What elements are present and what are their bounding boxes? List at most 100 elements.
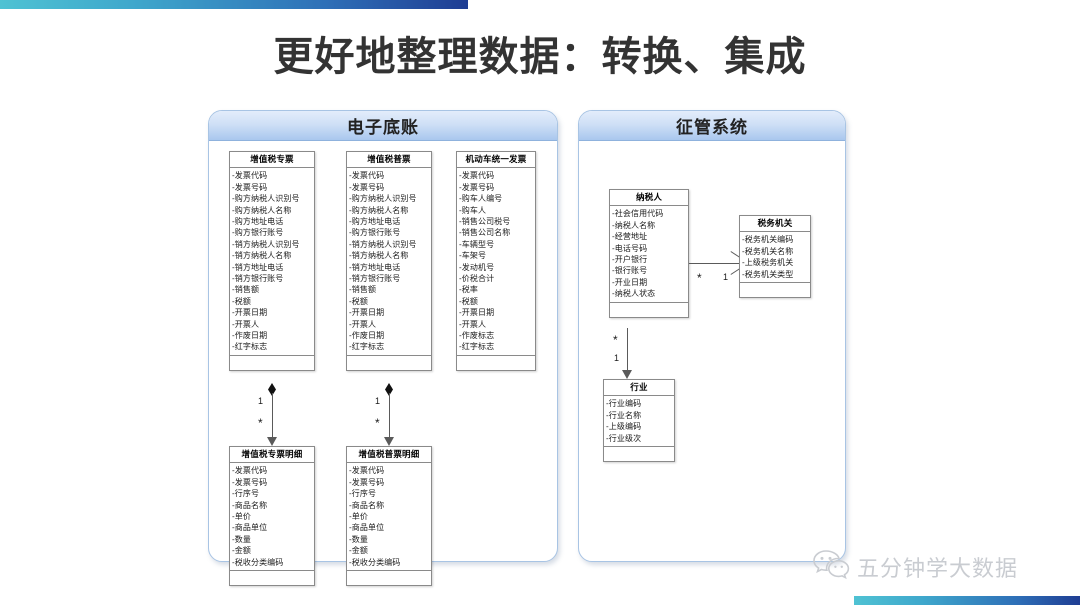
uml-class-vat-special-invoice[interactable]: 增值税专票 -发票代码 -发票号码 -购方纳税人识别号 -购方纳税人名称 -购方…	[229, 151, 315, 371]
uml-attribute: -商品单位	[232, 523, 268, 533]
connector-line-common	[389, 393, 390, 443]
uml-attribute: -电话号码	[612, 243, 648, 253]
uml-attribute: -销售额	[349, 285, 377, 295]
uml-operations-compartment	[230, 571, 314, 585]
uml-attribute: -税额	[459, 296, 478, 306]
uml-attribute-list: -发票代码 -发票号码 -行序号 -商品名称 -单价 -商品单位 -数量 -金额…	[230, 463, 314, 571]
uml-operations-compartment	[347, 356, 431, 370]
uml-class-motor-vehicle-invoice[interactable]: 机动车统一发票 -发票代码 -发票号码 -购车人编号 -购车人 -销售公司税号 …	[456, 151, 536, 371]
connector-line-taxpayer-authority	[689, 263, 739, 264]
uml-class-name: 机动车统一发票	[457, 152, 535, 169]
uml-attribute: -销方纳税人名称	[349, 251, 409, 261]
uml-attribute: -发票代码	[232, 171, 268, 181]
uml-attribute: -销方银行账号	[349, 274, 401, 283]
uml-attribute: -纳税人名称	[612, 220, 656, 230]
uml-attribute: -销方银行账号	[232, 274, 284, 283]
uml-attribute: -购方纳税人识别号	[349, 194, 417, 204]
uml-attribute: -购方纳税人名称	[349, 205, 409, 215]
uml-class-name: 税务机关	[740, 216, 810, 233]
uml-attribute: -社会信用代码	[612, 209, 664, 219]
panel-electronic-ledger: 电子底账 增值税专票 -发票代码 -发票号码 -购方纳税人识别号 -购方纳税人名…	[208, 110, 558, 586]
uml-attribute: -购方地址电话	[232, 216, 284, 226]
uml-attribute-list: -发票代码 -发票号码 -购方纳税人识别号 -购方纳税人名称 -购方地址电话 -…	[230, 168, 314, 356]
uml-attribute: -销方地址电话	[349, 262, 401, 272]
uml-attribute: -价税合计	[459, 274, 495, 283]
page-title: 更好地整理数据：转换、集成	[273, 35, 807, 79]
uml-attribute: -发票号码	[459, 182, 495, 192]
wechat-icon	[812, 548, 850, 585]
uml-attribute: -开户银行	[612, 254, 648, 264]
panel-body-collection-management-system: 纳税人 -社会信用代码 -纳税人名称 -经营地址 -电话号码 -开户银行 -银行…	[579, 141, 845, 561]
uml-attribute: -行业编码	[606, 399, 642, 409]
uml-attribute-list: -社会信用代码 -纳税人名称 -经营地址 -电话号码 -开户银行 -银行账号 -…	[610, 206, 688, 303]
uml-operations-compartment	[610, 303, 688, 317]
uml-attribute: -经营地址	[612, 232, 648, 242]
panel-collection-management-system: 征管系统 纳税人 -社会信用代码 -纳税人名称 -经营地址 -电话号码 -开户银…	[578, 110, 846, 562]
uml-attribute: -开票日期	[232, 308, 268, 318]
uml-attribute: -上级税务机关	[742, 258, 794, 268]
panel-header-collection-management-system: 征管系统	[579, 111, 845, 141]
uml-attribute: -开票人	[232, 319, 260, 329]
uml-attribute: -销售公司名称	[459, 228, 511, 238]
uml-attribute: -金额	[232, 546, 251, 556]
uml-attribute: -销售公司税号	[459, 216, 511, 226]
watermark: 五分钟学大数据	[812, 548, 1018, 585]
uml-attribute: -作废日期	[349, 331, 385, 341]
uml-class-vat-common-invoice-detail[interactable]: 增值税普票明细 -发票代码 -发票号码 -行序号 -商品名称 -单价 -商品单位…	[346, 446, 432, 586]
uml-operations-compartment	[347, 571, 431, 585]
uml-class-vat-common-invoice[interactable]: 增值税普票 -发票代码 -发票号码 -购方纳税人识别号 -购方纳税人名称 -购方…	[346, 151, 432, 371]
uml-attribute: -发票号码	[349, 477, 385, 487]
uml-class-name: 增值税专票明细	[230, 447, 314, 464]
uml-class-taxpayer[interactable]: 纳税人 -社会信用代码 -纳税人名称 -经营地址 -电话号码 -开户银行 -银行…	[609, 189, 689, 318]
uml-attribute: -商品名称	[349, 500, 385, 510]
uml-attribute: -纳税人状态	[612, 289, 656, 299]
arrow-head-taxpayer-authority	[729, 256, 739, 270]
uml-class-tax-authority[interactable]: 税务机关 -税务机关编码 -税务机关名称 -上级税务机关 -税务机关类型	[739, 215, 811, 298]
uml-attribute: -作废日期	[232, 331, 268, 341]
uml-attribute: -开票人	[459, 319, 487, 329]
panel-title-collection-management-system: 征管系统	[676, 118, 748, 137]
uml-attribute: -购方银行账号	[232, 228, 284, 238]
arrow-head-common	[384, 437, 394, 446]
uml-attribute: -行序号	[349, 489, 377, 499]
uml-attribute: -开票日期	[459, 308, 495, 318]
uml-attribute: -商品名称	[232, 500, 268, 510]
uml-attribute: -销方纳税人识别号	[232, 239, 300, 249]
uml-attribute: -行序号	[232, 489, 260, 499]
uml-operations-compartment	[740, 283, 810, 297]
uml-attribute: -税务机关名称	[742, 246, 794, 256]
multiplicity-target-special: *	[258, 416, 263, 430]
uml-class-name: 纳税人	[610, 190, 688, 207]
uml-attribute: -开票日期	[349, 308, 385, 318]
uml-operations-compartment	[230, 356, 314, 370]
uml-attribute-list: -税务机关编码 -税务机关名称 -上级税务机关 -税务机关类型	[740, 232, 810, 283]
multiplicity-source-taxpayer-authority: *	[697, 271, 702, 285]
panel-header-electronic-ledger: 电子底账	[209, 111, 557, 141]
uml-attribute: -税务机关编码	[742, 235, 794, 245]
uml-attribute-list: -行业编码 -行业名称 -上级编码 -行业级次	[604, 396, 674, 447]
uml-attribute: -税务机关类型	[742, 269, 794, 279]
uml-class-industry[interactable]: 行业 -行业编码 -行业名称 -上级编码 -行业级次	[603, 379, 675, 462]
uml-attribute: -购方银行账号	[349, 228, 401, 238]
uml-attribute: -发票代码	[232, 466, 268, 476]
uml-attribute-list: -发票代码 -发票号码 -购方纳税人识别号 -购方纳税人名称 -购方地址电话 -…	[347, 168, 431, 356]
uml-attribute: -金额	[349, 546, 368, 556]
uml-attribute: -税额	[232, 296, 251, 306]
multiplicity-target-common: *	[375, 416, 380, 430]
uml-attribute: -行业级次	[606, 433, 642, 443]
uml-attribute: -作废标志	[459, 331, 495, 341]
arrow-head-special	[267, 437, 277, 446]
uml-attribute-list: -发票代码 -发票号码 -购车人编号 -购车人 -销售公司税号 -销售公司名称 …	[457, 168, 535, 356]
panel-title-electronic-ledger: 电子底账	[347, 118, 419, 137]
uml-attribute: -商品单位	[349, 523, 385, 533]
bottom-accent-bar	[854, 596, 1080, 605]
multiplicity-source-common: 1	[375, 396, 381, 406]
uml-class-name: 行业	[604, 380, 674, 397]
uml-attribute: -红字标志	[459, 342, 495, 352]
uml-attribute: -购方纳税人名称	[232, 205, 292, 215]
uml-attribute: -销方地址电话	[232, 262, 284, 272]
uml-class-vat-special-invoice-detail[interactable]: 增值税专票明细 -发票代码 -发票号码 -行序号 -商品名称 -单价 -商品单位…	[229, 446, 315, 586]
composition-diamond-common	[385, 383, 393, 396]
uml-attribute: -红字标志	[349, 342, 385, 352]
uml-attribute: -税率	[459, 285, 478, 295]
